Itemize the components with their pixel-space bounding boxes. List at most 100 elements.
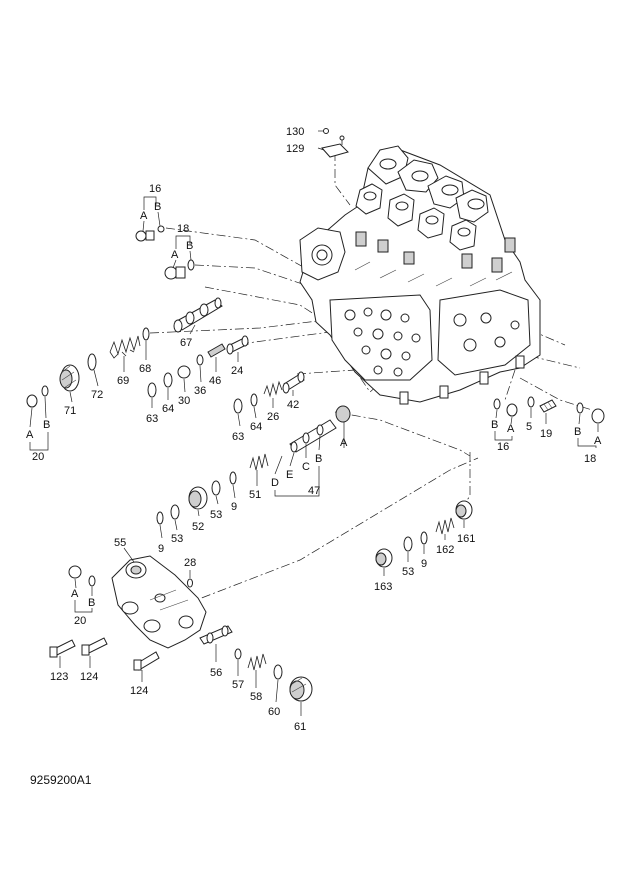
part-69-spring xyxy=(109,335,141,359)
callout-61: 61 xyxy=(294,721,306,733)
callout-9-a: 9 xyxy=(231,501,237,513)
letter-b-16r: B xyxy=(491,419,498,431)
callout-52: 52 xyxy=(192,521,204,533)
part-42-piston xyxy=(282,371,305,394)
callout-67: 67 xyxy=(180,337,192,349)
part-124-bolt-a xyxy=(81,637,108,656)
part-55-housing xyxy=(111,555,207,649)
callout-163: 163 xyxy=(374,581,392,593)
callout-63-b: 63 xyxy=(232,431,244,443)
callout-124-a: 124 xyxy=(80,671,98,683)
part-64-ring-b xyxy=(250,393,258,407)
part-58-spring xyxy=(247,653,267,671)
part-162-spring xyxy=(435,517,455,535)
letter-b-18: B xyxy=(186,240,193,252)
part-53-ring-a xyxy=(211,480,221,496)
part-30-ball xyxy=(177,365,191,379)
callout-162: 162 xyxy=(436,544,454,556)
part-60-ring xyxy=(273,664,283,680)
letter-a-20: A xyxy=(26,429,34,441)
part-18-plug-right xyxy=(576,402,605,424)
part-63-ring-b xyxy=(233,398,243,414)
part-61-cap xyxy=(289,676,313,702)
callout-30: 30 xyxy=(178,395,190,407)
drawing-number: 9259200A1 xyxy=(30,773,92,787)
part-161-cap xyxy=(455,500,473,520)
callout-42: 42 xyxy=(287,399,299,411)
part-52-cap xyxy=(188,486,208,510)
letter-e-47: E xyxy=(286,469,293,481)
part-26-spring xyxy=(263,380,283,398)
part-9-ring-a xyxy=(229,471,237,485)
part-53-ring-b xyxy=(170,504,180,520)
callout-71: 71 xyxy=(64,405,76,417)
callout-19: 19 xyxy=(540,428,552,440)
part-72-ring xyxy=(87,353,97,371)
callout-124-b: 124 xyxy=(130,685,148,697)
part-68-ring xyxy=(142,327,150,341)
part-130-screw xyxy=(323,128,345,145)
letter-c-47: C xyxy=(302,461,310,473)
part-16-plug xyxy=(135,225,165,242)
part-71-cap xyxy=(59,364,80,392)
callout-9-c: 9 xyxy=(421,558,427,570)
part-57-ring xyxy=(234,648,242,660)
callout-53-c: 53 xyxy=(402,566,414,578)
part-16-plug-right xyxy=(493,398,518,417)
part-9-ring-c xyxy=(420,531,428,545)
part-24-piston xyxy=(226,335,249,355)
part-36-seat xyxy=(196,354,204,366)
callout-55: 55 xyxy=(114,537,126,549)
part-63-ring-a xyxy=(147,382,157,398)
letter-a-18: A xyxy=(171,249,179,261)
callout-51: 51 xyxy=(249,489,261,501)
callout-18-top: 18 xyxy=(177,223,189,235)
part-20-plug-top xyxy=(26,385,49,408)
callout-26: 26 xyxy=(267,411,279,423)
callout-16-right: 16 xyxy=(497,441,509,453)
callout-130: 130 xyxy=(286,126,304,138)
part-46-pin xyxy=(207,343,226,358)
letter-a-18r: A xyxy=(594,435,602,447)
callout-5: 5 xyxy=(526,421,532,433)
callout-24: 24 xyxy=(231,365,243,377)
part-67-spool xyxy=(173,297,223,333)
callout-69: 69 xyxy=(117,375,129,387)
callout-53-a: 53 xyxy=(210,509,222,521)
part-5-ring xyxy=(527,396,535,408)
part-19-plug xyxy=(539,399,557,413)
callout-47: 47 xyxy=(308,485,320,497)
callout-53-b: 53 xyxy=(171,533,183,545)
letter-b-16: B xyxy=(154,201,161,213)
part-64-ring-a xyxy=(163,372,173,388)
callout-56: 56 xyxy=(210,667,222,679)
letter-b-20l: B xyxy=(88,597,95,609)
part-20-plug-lower xyxy=(68,565,96,587)
callout-28: 28 xyxy=(184,557,196,569)
control-valve-body xyxy=(299,145,541,405)
letter-b-47: B xyxy=(315,453,322,465)
callout-20-top: 20 xyxy=(32,451,44,463)
callout-161: 161 xyxy=(457,533,475,545)
letter-d-47: D xyxy=(271,477,279,489)
callout-58: 58 xyxy=(250,691,262,703)
part-124-bolt-b xyxy=(133,651,160,671)
callout-72: 72 xyxy=(91,389,103,401)
callout-123: 123 xyxy=(50,671,68,683)
callout-46: 46 xyxy=(209,375,221,387)
part-53-ring-c xyxy=(403,536,413,552)
callout-20-lower: 20 xyxy=(74,615,86,627)
callout-57: 57 xyxy=(232,679,244,691)
part-9-ring-b xyxy=(156,511,164,525)
callout-18-right: 18 xyxy=(584,453,596,465)
letter-a-16r: A xyxy=(507,423,515,435)
callout-16-top: 16 xyxy=(149,183,161,195)
part-51-spring xyxy=(249,453,269,471)
callout-64-a: 64 xyxy=(162,403,174,415)
part-18-plug xyxy=(164,259,195,280)
callout-129: 129 xyxy=(286,143,304,155)
callout-63-a: 63 xyxy=(146,413,158,425)
callout-36: 36 xyxy=(194,385,206,397)
part-28-ring xyxy=(187,578,193,588)
